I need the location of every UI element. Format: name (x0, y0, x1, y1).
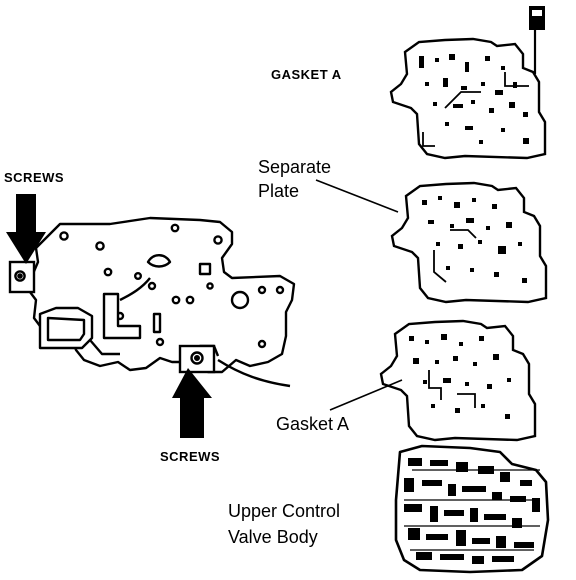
bottom-screw-boss (178, 344, 216, 374)
separate-plate-label-line2: Plate (258, 181, 300, 201)
separate-plate-part (390, 181, 548, 304)
gasket-a-lower-part (379, 319, 537, 442)
upper-control-valve-body-label-line1: Upper Control (228, 501, 341, 521)
upper-control-valve-body-part (394, 444, 550, 574)
gasket-a-top-part (389, 6, 547, 160)
gasket-a-lower-label: Gasket A (276, 414, 350, 434)
separate-plate-label-line1: Separate (258, 157, 332, 177)
screws-bottom-arrow (172, 368, 212, 438)
screws-left-arrow (6, 194, 46, 264)
upper-control-valve-body-label-line2: Valve Body (228, 527, 318, 547)
leader-lines (315, 179, 403, 411)
gasket-a-top-label: GASKET A (271, 67, 342, 82)
screws-bottom-label: SCREWS (160, 449, 221, 464)
left-screw-boss (8, 260, 36, 294)
screws-left-label: SCREWS (4, 170, 65, 185)
lower-valve-body (28, 216, 296, 388)
